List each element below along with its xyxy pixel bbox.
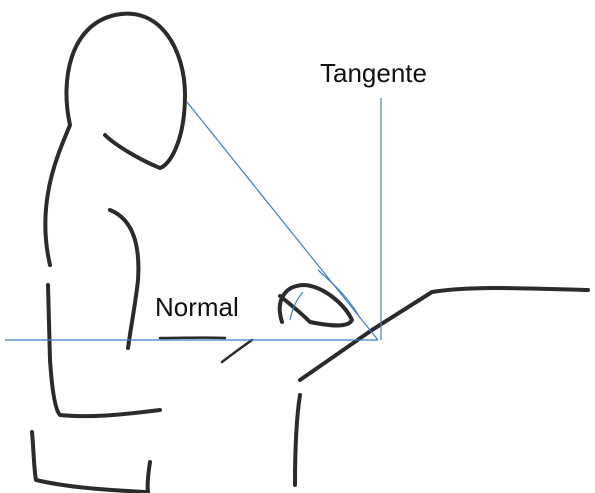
desk-edge-outline: [295, 395, 300, 485]
leg-outline: [148, 462, 150, 492]
thigh-outline: [222, 340, 252, 362]
desk-sketch: [295, 288, 588, 485]
normal-label: Normal: [155, 292, 239, 322]
person-sketch: [32, 14, 352, 492]
back-outline: [48, 285, 160, 416]
shoulder-arm-outline: [110, 210, 138, 348]
tangent-label: Tangente: [320, 58, 427, 88]
seat-outline: [32, 432, 145, 492]
laptop-screen-outline: [300, 288, 588, 380]
angle-arc-outer: [318, 270, 360, 318]
head-outline: [45, 14, 185, 265]
